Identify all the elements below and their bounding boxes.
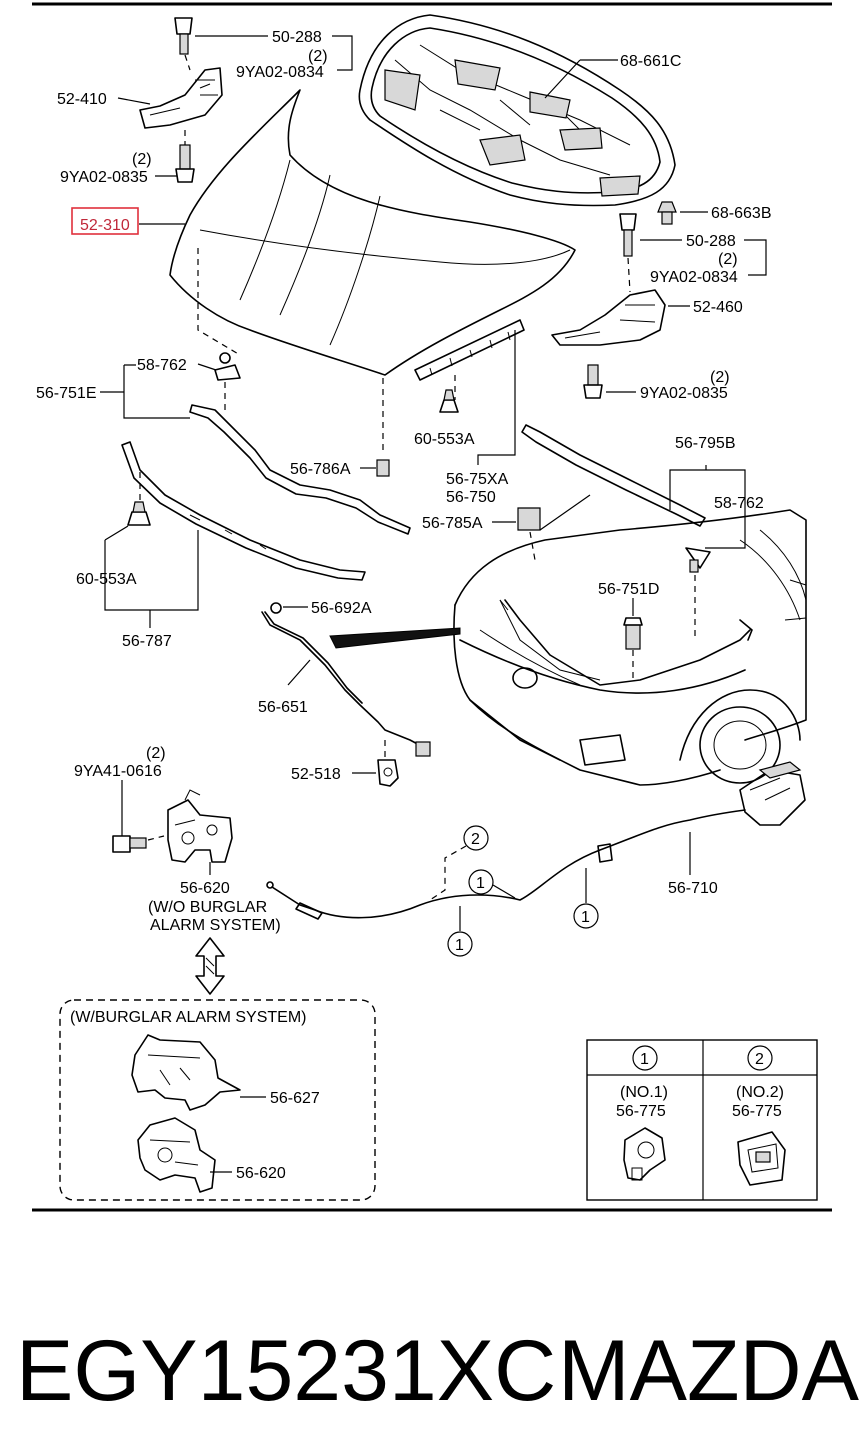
label-56-751d: 56-751D — [598, 581, 659, 598]
label-56-75xa: 56-75XA — [446, 471, 509, 488]
svg-text:2: 2 — [471, 831, 480, 848]
clip-no2-icon — [737, 1131, 786, 1186]
label-58-762-right: 58-762 — [714, 495, 764, 512]
svg-text:1: 1 — [476, 875, 485, 892]
label-56-627: 56-627 — [270, 1090, 320, 1107]
hinge-right — [551, 213, 666, 399]
svg-text:1: 1 — [455, 937, 464, 954]
rod-56-651 — [261, 611, 431, 757]
label-56-651: 56-651 — [258, 699, 308, 716]
clip-58-762-left — [214, 352, 241, 381]
hood-panel-highlight — [71, 207, 139, 235]
label-56-787: 56-787 — [122, 633, 172, 650]
seal-56-786a — [376, 459, 390, 477]
clip-58-762-right — [685, 547, 711, 573]
stay-56-751d — [623, 617, 643, 650]
label-9ya02-0835-left: 9YA02-0835 — [60, 169, 148, 186]
label-qty-lower-left: (2) — [132, 151, 152, 168]
cushion-56-785a — [517, 507, 541, 531]
callout-1-mid: 1 — [468, 869, 494, 895]
legend-col2-head: 2 — [755, 1051, 764, 1068]
label-56-620: 56-620 — [180, 880, 230, 897]
hood-switch-56-627 — [131, 1034, 241, 1111]
label-60-553a-left: 60-553A — [76, 571, 137, 588]
label-56-795b: 56-795B — [675, 435, 736, 452]
footer-part-number: EGY15231XC — [16, 1323, 556, 1419]
svg-text:1: 1 — [581, 909, 590, 926]
seal-56-795b — [521, 424, 706, 527]
label-50-288-top: 50-288 — [272, 29, 322, 46]
label-68-661c: 68-661C — [620, 53, 681, 70]
clip-68-663b — [657, 201, 677, 225]
clip-56-692a — [270, 602, 282, 614]
label-9ya02-0834-left: 9YA02-0834 — [236, 64, 324, 81]
callout-2-top: 2 — [463, 825, 489, 851]
label-qty-lock-bolt: (2) — [146, 745, 166, 762]
legend-col2-part: 56-775 — [732, 1103, 782, 1120]
label-56-751e: 56-751E — [36, 385, 97, 402]
label-qty-top-right: (2) — [718, 251, 738, 268]
hood-lock-56-620 — [167, 789, 233, 863]
label-52-310: 52-310 — [80, 217, 130, 234]
label-qty-lower-right: (2) — [710, 369, 730, 386]
hood-panel — [169, 89, 576, 376]
legend-col2-no: (NO.2) — [736, 1084, 784, 1101]
footer-brand: MAZDA — [558, 1323, 860, 1419]
seal-56-751e — [189, 404, 411, 535]
hood-lock-56-620-alarm — [137, 1117, 216, 1193]
burglar-alarm-box — [59, 999, 376, 1201]
label-9ya02-0835-right: 9YA02-0835 — [640, 385, 728, 402]
interchange-arrow-icon — [195, 937, 225, 995]
label-w-burglar: (W/BURGLAR ALARM SYSTEM) — [70, 1009, 306, 1026]
legend-col1-part: 56-775 — [616, 1103, 666, 1120]
clip-60-553a-center — [439, 389, 459, 413]
label-56-620-alarm: 56-620 — [236, 1165, 286, 1182]
label-68-663b: 68-663B — [711, 205, 772, 222]
label-52-410: 52-410 — [57, 91, 107, 108]
seal-56-787 — [121, 441, 366, 581]
clip-60-553a-left — [127, 501, 151, 526]
label-9ya41-0616: 9YA41-0616 — [74, 763, 162, 780]
legend-col1-head: 1 — [640, 1051, 649, 1068]
release-cable-56-710 — [266, 761, 806, 920]
seal-56-75xa — [414, 319, 525, 381]
vehicle-body — [329, 494, 807, 786]
hood-insulator — [358, 14, 676, 207]
clip-no1-icon — [623, 1127, 666, 1181]
holder-52-518 — [377, 759, 399, 787]
label-56-750: 56-750 — [446, 489, 496, 506]
label-wo-burglar-1: (W/O BURGLAR — [148, 899, 267, 916]
legend-col1-no: (NO.1) — [620, 1084, 668, 1101]
label-qty-top-left: (2) — [308, 48, 328, 65]
bolt-9ya41-0616 — [112, 835, 147, 853]
label-56-692a: 56-692A — [311, 600, 372, 617]
hinge-left — [139, 17, 223, 183]
label-52-460: 52-460 — [693, 299, 743, 316]
label-56-710: 56-710 — [668, 880, 718, 897]
label-60-553a-center: 60-553A — [414, 431, 475, 448]
label-52-518: 52-518 — [291, 766, 341, 783]
callout-1-bottom: 1 — [447, 931, 473, 957]
label-58-762-left: 58-762 — [137, 357, 187, 374]
label-56-785a: 56-785A — [422, 515, 483, 532]
label-9ya02-0834-right: 9YA02-0834 — [650, 269, 738, 286]
label-56-786a: 56-786A — [290, 461, 351, 478]
label-50-288-right: 50-288 — [686, 233, 736, 250]
label-wo-burglar-2: ALARM SYSTEM) — [150, 917, 281, 934]
clip-legend-table: 1 2 (NO.1) 56-775 (NO.2) 56-775 — [586, 1039, 818, 1201]
callout-1-right: 1 — [573, 903, 599, 929]
